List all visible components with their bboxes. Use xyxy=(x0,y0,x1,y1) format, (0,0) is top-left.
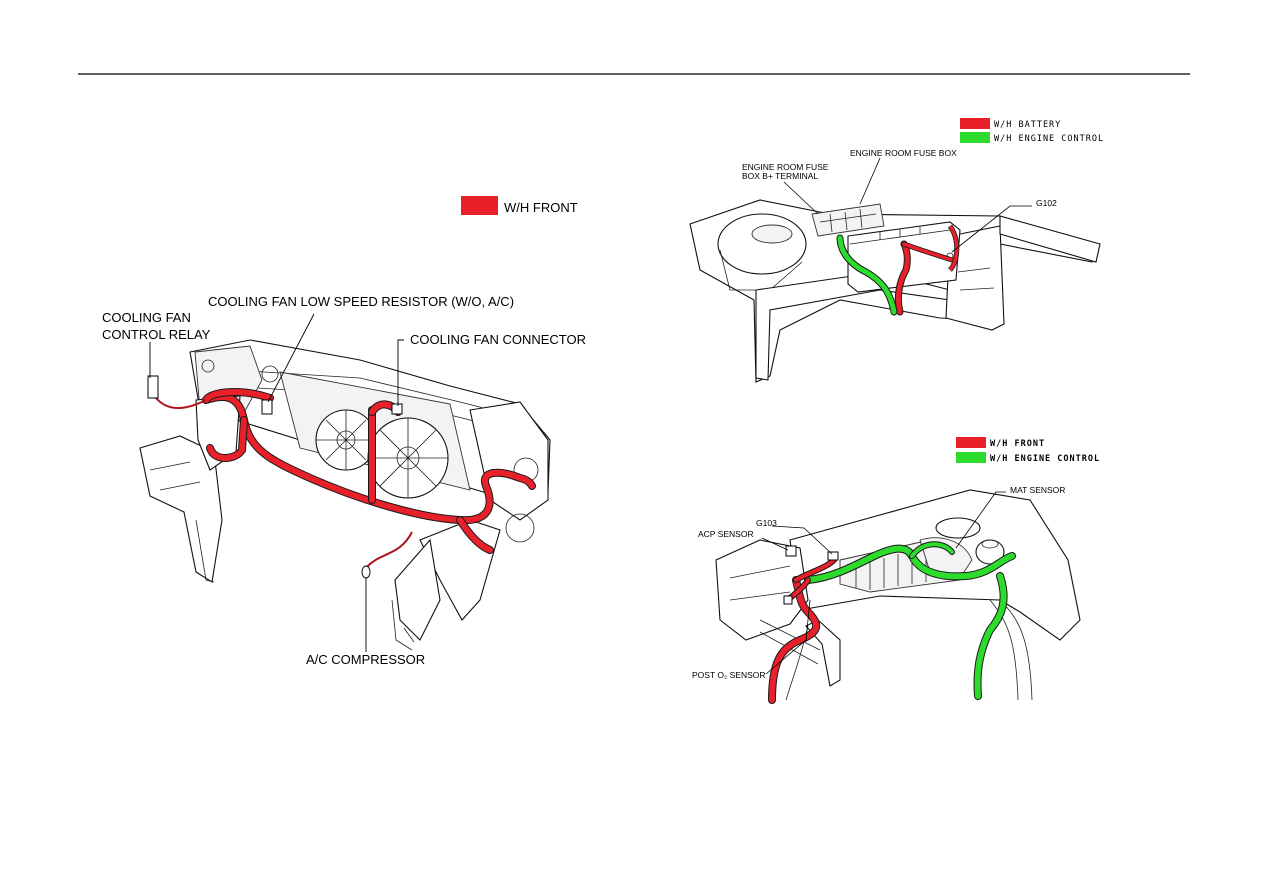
acp-sensor xyxy=(785,545,797,557)
top-right-diagram-battery-harness: W/H BATTERY W/H ENGINE CONTROL xyxy=(689,118,1104,383)
legend-swatch-engine-control-2 xyxy=(956,452,986,463)
label-g102: G102 xyxy=(1036,198,1057,208)
label-fuse-box-terminal-line1: ENGINE ROOM FUSE xyxy=(742,162,829,172)
harness-battery-wires xyxy=(836,224,960,316)
label-mat-sensor: MAT SENSOR xyxy=(1010,485,1065,495)
compressor-lead-wire xyxy=(365,531,413,569)
callout-g103 xyxy=(771,525,833,555)
legend-swatch-battery xyxy=(960,118,990,129)
legend-label-battery: W/H BATTERY xyxy=(994,120,1061,130)
legend-front-harness: W/H FRONT xyxy=(461,196,578,215)
engine-top-drawing xyxy=(715,489,1081,701)
label-acp-sensor: ACP SENSOR xyxy=(698,529,754,539)
cooling-fan-left xyxy=(315,409,377,471)
left-diagram-front-harness: W/H FRONT xyxy=(102,196,586,667)
low-speed-resistor xyxy=(261,399,273,415)
engine-bay-left-drawing xyxy=(689,199,1101,383)
label-fan-connector: COOLING FAN CONNECTOR xyxy=(410,332,586,347)
label-fan-relay-line2: CONTROL RELAY xyxy=(102,327,211,342)
legend-top-right: W/H BATTERY W/H ENGINE CONTROL xyxy=(960,118,1104,144)
legend-label-engine-control-2: W/H ENGINE CONTROL xyxy=(990,454,1100,464)
legend-swatch-engine-control xyxy=(960,132,990,143)
callout-g102 xyxy=(951,205,1032,253)
callout-fuse-box-terminal xyxy=(783,181,819,215)
fan-connector xyxy=(391,403,403,415)
label-fan-relay-line1: COOLING FAN xyxy=(102,310,191,325)
g103-ground xyxy=(827,551,839,561)
label-post-o2-sensor: POST O₂ SENSOR xyxy=(692,670,766,680)
legend-swatch-front-2 xyxy=(956,437,986,448)
label-ac-compressor: A/C COMPRESSOR xyxy=(306,652,425,667)
legend-label-engine-control: W/H ENGINE CONTROL xyxy=(994,134,1104,144)
relay-lead-wire xyxy=(155,397,207,409)
label-fuse-box-terminal-line2: BOX B+ TERMINAL xyxy=(742,171,818,181)
ac-compressor-connector xyxy=(361,565,371,579)
cooling-fan-right xyxy=(367,417,449,499)
legend-label-front-2: W/H FRONT xyxy=(990,439,1045,449)
bottom-right-diagram-engine-harness: W/H FRONT W/H ENGINE CONTROL xyxy=(692,437,1100,704)
label-low-speed-resistor: COOLING FAN LOW SPEED RESISTOR (W/O, A/C… xyxy=(208,294,514,309)
label-fuse-box: ENGINE ROOM FUSE BOX xyxy=(850,148,957,158)
harness-front-wires xyxy=(155,388,536,569)
callout-low-speed-resistor xyxy=(267,313,315,403)
legend-swatch-front xyxy=(461,196,498,215)
cooling-fan-control-relay xyxy=(147,375,159,399)
legend-bottom-right: W/H FRONT W/H ENGINE CONTROL xyxy=(956,437,1100,464)
callout-mat-sensor xyxy=(955,491,1006,549)
engine-room-fuse-box xyxy=(811,203,885,237)
callout-post-o2-sensor xyxy=(765,599,811,675)
callout-acp-sensor xyxy=(761,537,789,551)
harness-engine-wires xyxy=(768,541,1016,704)
callout-fuse-box xyxy=(859,157,881,205)
callout-fan-connector xyxy=(397,339,404,406)
legend-label-front: W/H FRONT xyxy=(504,200,578,215)
label-g103: G103 xyxy=(756,518,777,528)
post-o2-sensor-connector xyxy=(783,595,793,605)
